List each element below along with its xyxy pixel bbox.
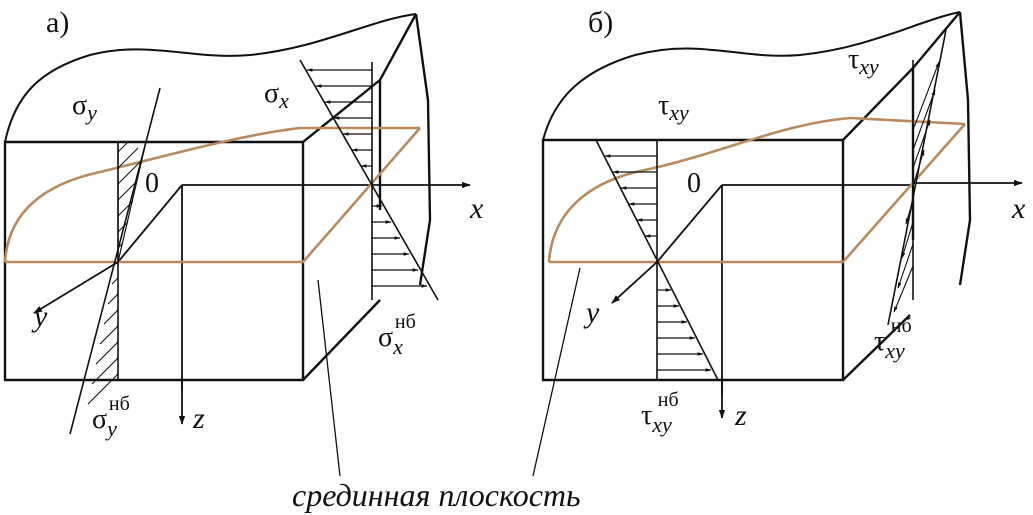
sigma-y-diagram xyxy=(69,87,161,435)
x-axis-label-b: x xyxy=(1011,192,1026,225)
x-axis-label-a: x xyxy=(469,192,484,225)
panel-a-label: а) xyxy=(46,6,69,39)
panel-a: а) σy σx 0 x y z σxнб σyнб xyxy=(3,6,484,441)
midplane-caption: срединная плоскость xyxy=(292,477,581,513)
block-b-bottom-edge xyxy=(842,314,911,381)
y-axis-label-a: y xyxy=(31,300,48,333)
sigma-x-label: σx xyxy=(264,78,289,113)
sigma-y-label: σy xyxy=(72,90,97,125)
panel-b-label: б) xyxy=(588,6,613,39)
caption-leaders xyxy=(317,267,581,477)
sigma-x-diagram xyxy=(299,59,439,301)
tau-xy-nb-bottom-label: τxyнб xyxy=(641,389,679,437)
y-axis-label-b: y xyxy=(583,296,600,329)
block-b-back-edge xyxy=(958,11,972,286)
block-b-wavy-top xyxy=(542,11,961,141)
panel-b: б) τxy τxy 0 x y z τxyнб τxyнб xyxy=(541,6,1026,437)
midplane-a xyxy=(3,126,421,264)
tau-xy-nb-side-label: τxyнб xyxy=(874,315,912,363)
tau-xy-front-label: τxy xyxy=(658,90,689,125)
midplane-b xyxy=(547,116,966,264)
origin-label-a: 0 xyxy=(145,168,159,199)
y-axis-arrow xyxy=(611,261,658,304)
z-axis-label-b: z xyxy=(734,399,747,432)
sigma-y-nb-label: σyнб xyxy=(92,393,130,441)
block-a-top-edge xyxy=(302,13,418,143)
origin-label-b: 0 xyxy=(687,168,701,199)
tau-xy-side-diagram xyxy=(887,29,947,326)
y-axis-arrow xyxy=(33,261,119,314)
axes-a xyxy=(33,181,471,425)
block-a xyxy=(3,13,432,382)
sigma-x-nb-label: σxнб xyxy=(378,311,416,359)
block-a-back-edge xyxy=(414,13,432,286)
tau-xy-front-diagram xyxy=(595,139,719,381)
tau-xy-side-label: τxy xyxy=(848,44,879,79)
block-a-wavy-top xyxy=(4,13,417,143)
inner-edges-b xyxy=(656,184,913,395)
block-a-bottom-edge xyxy=(302,299,381,381)
z-axis-label-a: z xyxy=(192,402,205,435)
axes-b xyxy=(611,179,1023,419)
inner-edges-a xyxy=(117,184,380,390)
